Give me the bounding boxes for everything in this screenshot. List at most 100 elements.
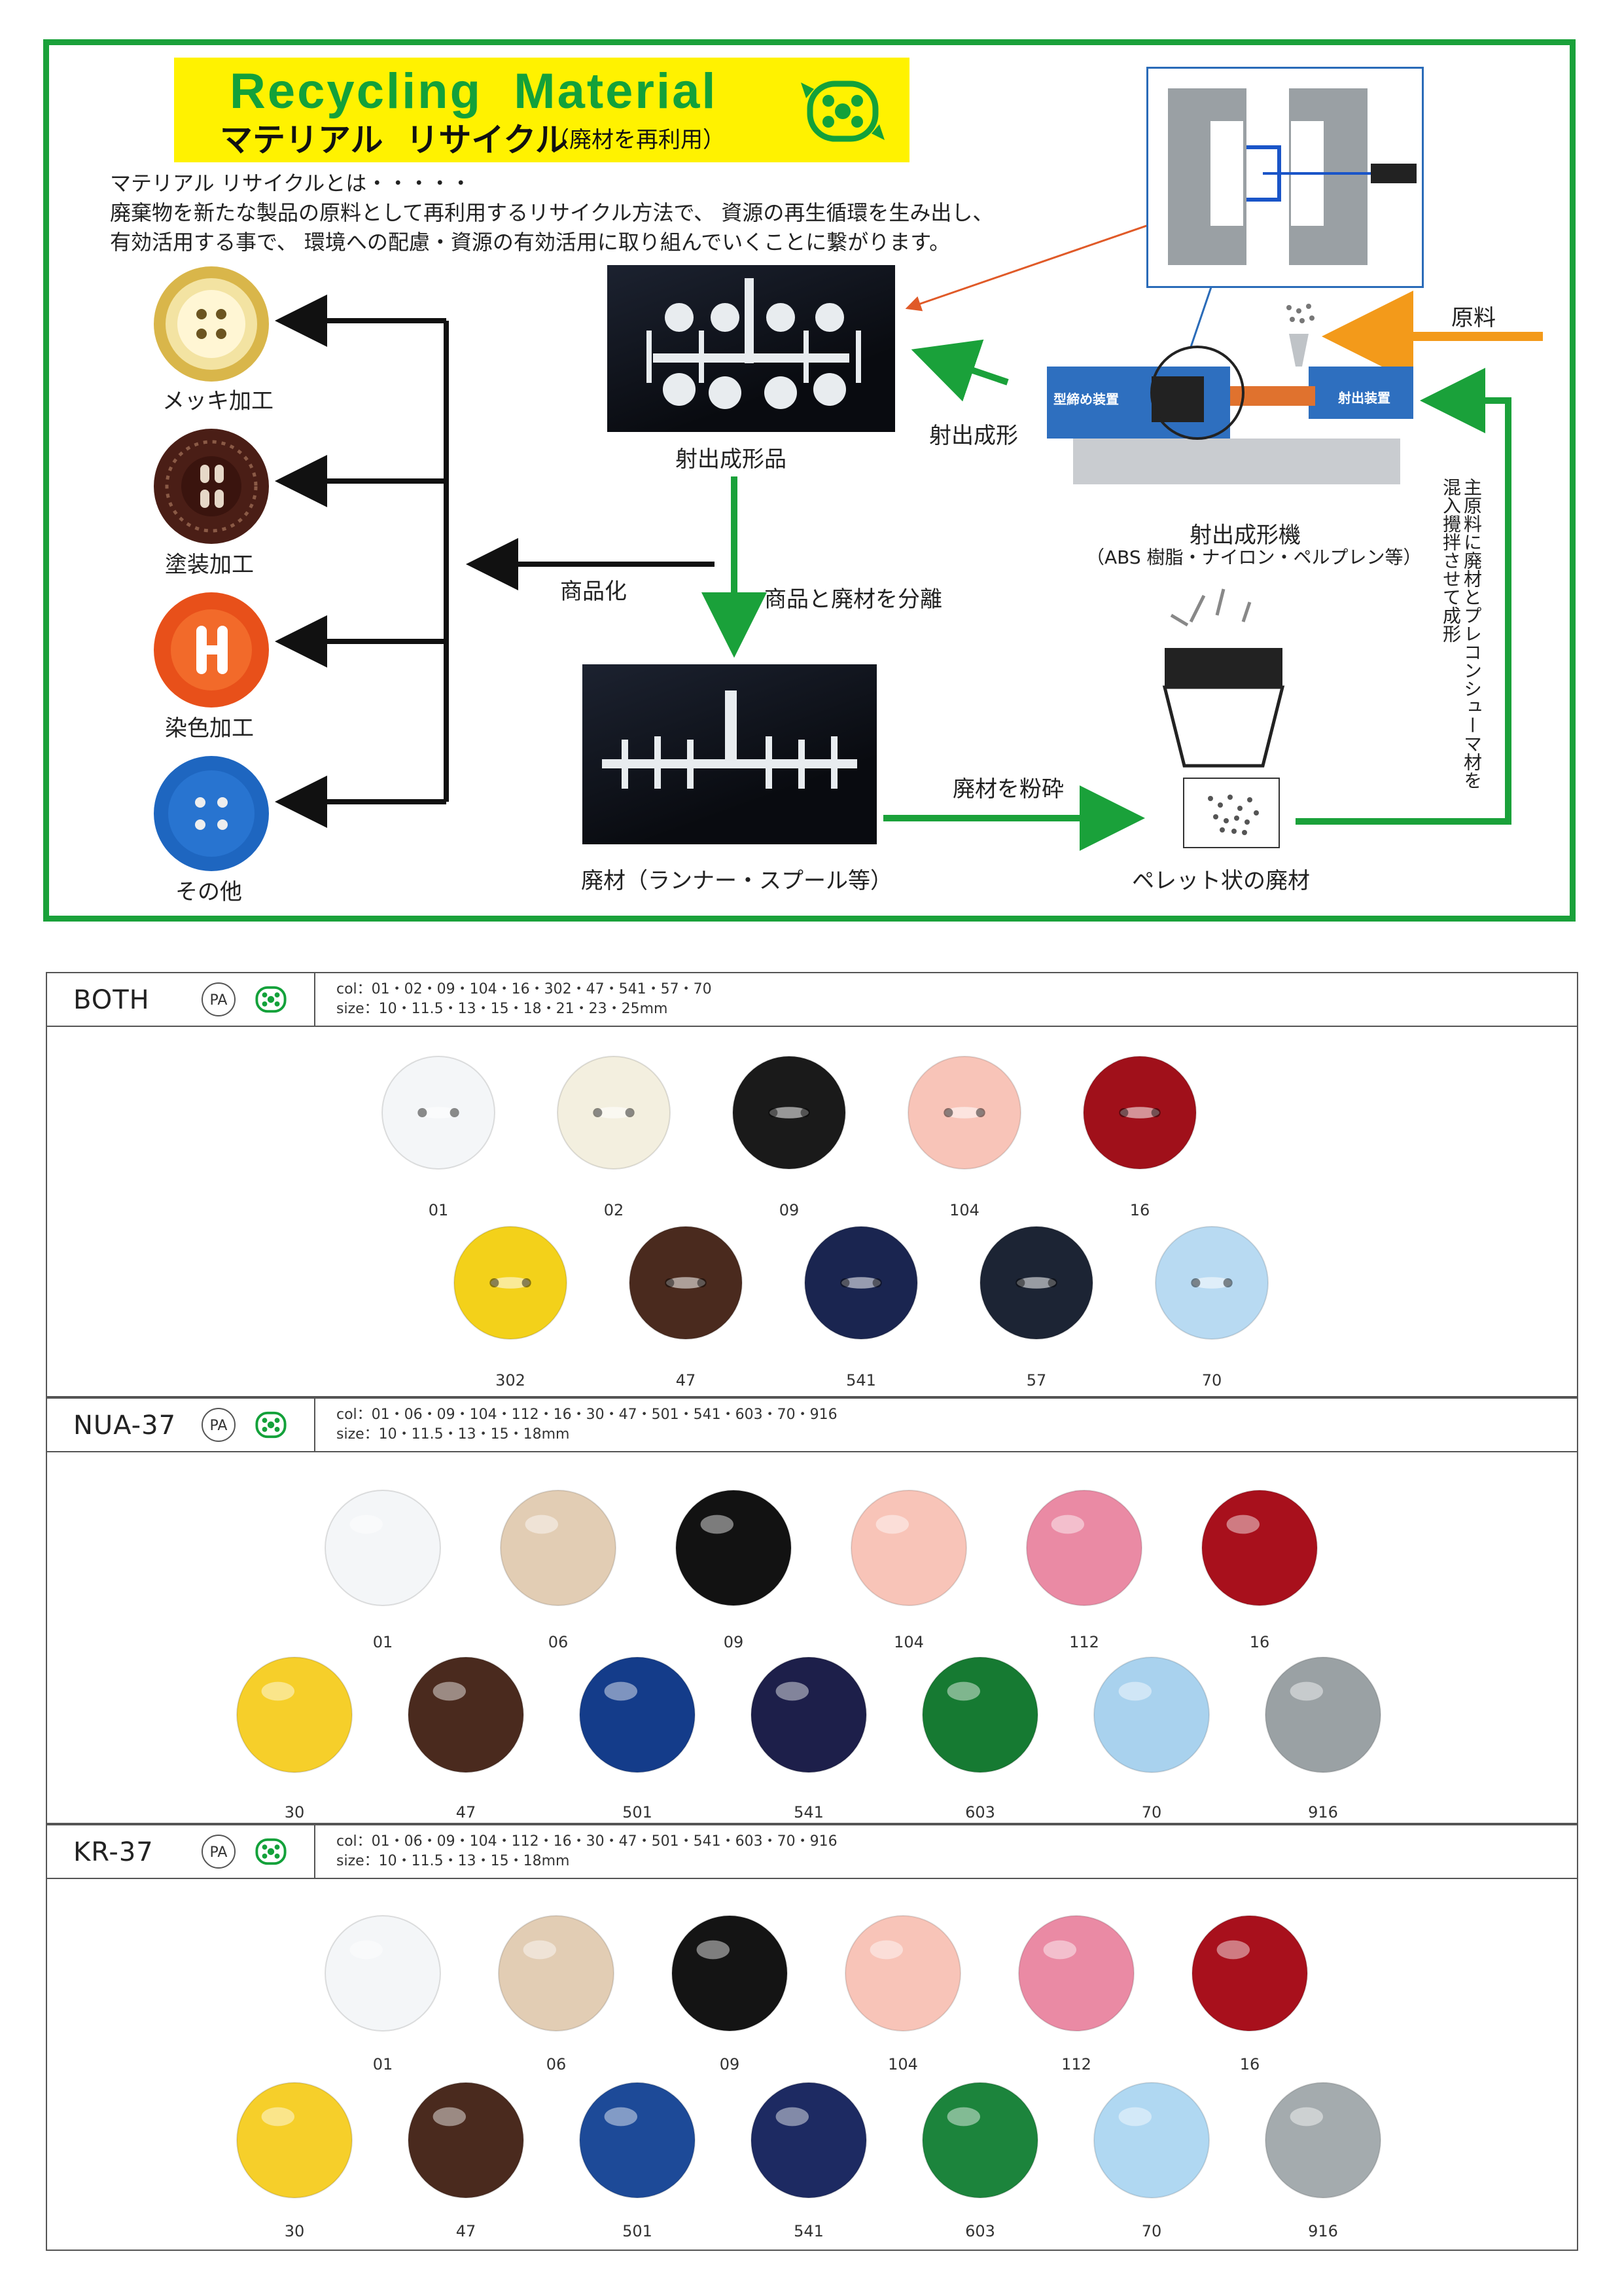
size-list: size：10・11.5・13・15・18mm xyxy=(336,1853,570,1869)
color-code-label: 16 xyxy=(1239,2055,1260,2073)
machine-note: （ABS 樹脂・ナイロン・ペルプレン等） xyxy=(1086,547,1422,568)
color-list: col：01・02・09・104・16・302・47・541・57・70 xyxy=(336,981,712,997)
size-list: size：10・11.5・13・15・18mm xyxy=(336,1426,570,1443)
color-code-label: 112 xyxy=(1061,2055,1091,2073)
color-swatch-button[interactable] xyxy=(1264,2081,1382,2199)
color-swatch-button[interactable] xyxy=(732,1055,847,1170)
color-code-label: 603 xyxy=(965,2222,995,2240)
color-code-label: 302 xyxy=(495,1371,525,1390)
finish-label-plating: メッキ加工 xyxy=(162,388,274,414)
color-swatch-button[interactable] xyxy=(921,1656,1039,1774)
crusher-image xyxy=(1162,588,1285,768)
finish-label-other: その他 xyxy=(175,879,242,905)
color-swatch-button[interactable] xyxy=(750,2081,868,2199)
color-list: col：01・06・09・104・112・16・30・47・501・541・60… xyxy=(336,1833,838,1850)
color-swatch-button[interactable] xyxy=(1082,1055,1197,1170)
color-swatch-button[interactable] xyxy=(1264,1656,1382,1774)
color-swatch-button[interactable] xyxy=(1025,1489,1143,1607)
color-swatch-button[interactable] xyxy=(1201,1489,1318,1607)
color-code-label: 47 xyxy=(455,1803,476,1821)
color-swatch-button[interactable] xyxy=(921,2081,1039,2199)
recycle-icon xyxy=(250,1832,292,1871)
color-code-label: 09 xyxy=(723,1633,744,1651)
machine-label: 射出成形機 xyxy=(1190,522,1301,548)
section-body xyxy=(46,1026,1578,1397)
color-swatch-button[interactable] xyxy=(1017,1914,1135,2032)
color-swatch-button[interactable] xyxy=(578,1656,696,1774)
color-swatch-button[interactable] xyxy=(803,1225,919,1340)
pa-material-badge: PA xyxy=(202,1835,236,1869)
color-code-label: 47 xyxy=(455,2222,476,2240)
color-code-label: 30 xyxy=(284,1803,305,1821)
intro-line-3: 有効活用する事で、 環境への配慮・資源の有効活用に取り組んでいくことに繋がります… xyxy=(110,230,951,255)
color-list: col：01・06・09・104・112・16・30・47・501・541・60… xyxy=(336,1407,838,1423)
color-swatch-button[interactable] xyxy=(324,1914,442,2032)
color-swatch-button[interactable] xyxy=(675,1489,792,1607)
vertical-note-1: 主原料に廃材とプレコンシューマ材を xyxy=(1461,478,1483,789)
color-swatch-button[interactable] xyxy=(1093,2081,1210,2199)
color-swatch-button[interactable] xyxy=(1154,1225,1269,1340)
color-code-label: 104 xyxy=(888,2055,918,2073)
header-divider xyxy=(314,1399,315,1451)
injection-machine: 型締め装置 射出装置 xyxy=(1040,295,1433,491)
color-swatch-button[interactable] xyxy=(381,1055,496,1170)
color-swatch-button[interactable] xyxy=(979,1225,1094,1340)
injection-unit-label: 射出装置 xyxy=(1338,390,1390,406)
intro-line-1: マテリアル リサイクルとは・・・・・ xyxy=(110,171,472,196)
color-swatch-button[interactable] xyxy=(236,2081,353,2199)
color-code-label: 916 xyxy=(1308,2222,1338,2240)
section-product-name: NUA-37 xyxy=(73,1410,177,1441)
color-swatch-button[interactable] xyxy=(1191,1914,1309,2032)
clamp-unit-label: 型締め装置 xyxy=(1053,391,1119,407)
color-swatch-button[interactable] xyxy=(628,1225,743,1340)
section-header: KR-37 PA col：01・06・09・104・112・16・30・47・501… xyxy=(46,1824,1578,1879)
color-code-label: 06 xyxy=(548,1633,569,1651)
pellet-label: ペレット状の廃材 xyxy=(1132,868,1310,894)
pellet-box xyxy=(1183,778,1280,848)
raw-material-label: 原料 xyxy=(1451,305,1496,331)
color-swatch-button[interactable] xyxy=(453,1225,568,1340)
intro-line-2: 廃棄物を新たな製品の原料として再利用するリサイクル方法で、 資源の再生循環を生み… xyxy=(110,200,994,225)
color-code-label: 09 xyxy=(779,1201,800,1219)
color-swatch-button[interactable] xyxy=(1093,1656,1210,1774)
color-swatch-button[interactable] xyxy=(671,1914,788,2032)
color-swatch-button[interactable] xyxy=(907,1055,1022,1170)
vertical-note-2: 混入攪拌させて成形 xyxy=(1440,478,1462,643)
color-code-label: 30 xyxy=(284,2222,305,2240)
section-product-name: KR-37 xyxy=(73,1837,154,1867)
recycle-icon xyxy=(801,81,885,142)
color-swatch-button[interactable] xyxy=(578,2081,696,2199)
color-swatch-button[interactable] xyxy=(407,2081,525,2199)
pa-material-badge: PA xyxy=(202,982,236,1016)
injection-molding-label: 射出成形 xyxy=(929,423,1018,449)
color-code-label: 02 xyxy=(603,1201,624,1219)
banner-subtitle-paren: （廃材を再利用） xyxy=(547,127,725,153)
color-code-label: 541 xyxy=(846,1371,876,1390)
color-code-label: 16 xyxy=(1249,1633,1270,1651)
commercialize-label: 商品化 xyxy=(560,579,627,605)
color-code-label: 01 xyxy=(428,1201,449,1219)
color-code-label: 501 xyxy=(622,1803,652,1821)
color-swatch-button[interactable] xyxy=(499,1489,617,1607)
color-code-label: 70 xyxy=(1141,1803,1162,1821)
color-swatch-button[interactable] xyxy=(236,1656,353,1774)
color-swatch-button[interactable] xyxy=(844,1914,962,2032)
color-swatch-button[interactable] xyxy=(750,1656,868,1774)
color-swatch-button[interactable] xyxy=(556,1055,671,1170)
color-swatch-button[interactable] xyxy=(850,1489,968,1607)
color-swatch-button[interactable] xyxy=(497,1914,615,2032)
color-swatch-button[interactable] xyxy=(324,1489,442,1607)
color-swatch-button[interactable] xyxy=(407,1656,525,1774)
color-code-label: 916 xyxy=(1308,1803,1338,1821)
color-code-label: 501 xyxy=(622,2222,652,2240)
section-body xyxy=(46,1451,1578,1824)
color-code-label: 603 xyxy=(965,1803,995,1821)
injection-machine-image xyxy=(1047,304,1413,484)
header-divider xyxy=(314,1825,315,1878)
banner-subtitle: マテリアル リサイクル xyxy=(220,121,568,159)
color-code-label: 16 xyxy=(1129,1201,1150,1219)
color-code-label: 57 xyxy=(1026,1371,1047,1390)
